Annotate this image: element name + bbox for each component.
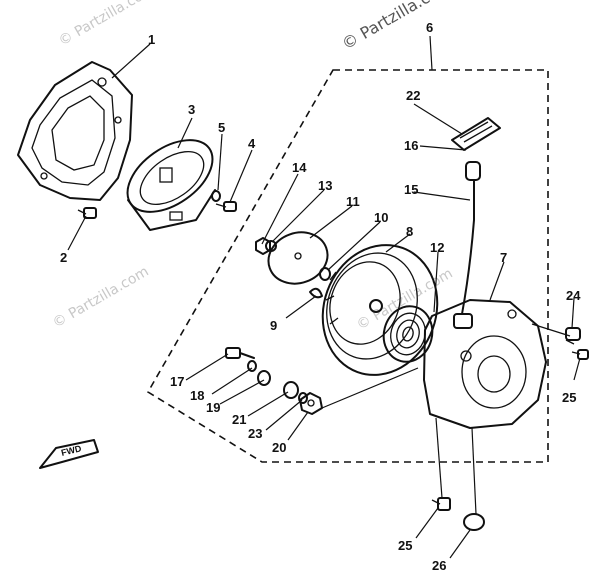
part-14-nut xyxy=(255,237,271,255)
callout-21: 21 xyxy=(232,412,246,427)
part-21-collar xyxy=(283,381,299,399)
part-9-pawl xyxy=(309,287,323,299)
callout-18: 18 xyxy=(190,388,204,403)
callout-14: 14 xyxy=(292,160,307,175)
callout-25-right: 25 xyxy=(562,390,576,405)
callout-15: 15 xyxy=(404,182,418,197)
part-5-washer xyxy=(211,190,221,202)
callout-19: 19 xyxy=(206,400,220,415)
callout-26: 26 xyxy=(432,558,446,573)
part-15-rope xyxy=(461,179,475,315)
part-24-cap xyxy=(565,327,581,345)
callout-1: 1 xyxy=(148,32,155,47)
assembly-boundary xyxy=(146,69,549,463)
part-11-plate xyxy=(267,231,329,285)
callout-7: 7 xyxy=(500,250,507,265)
fwd-label: FWD xyxy=(60,443,83,458)
part-18-washer xyxy=(247,360,257,372)
part-25-bolt-right xyxy=(571,349,589,360)
part-19-washer xyxy=(257,370,271,386)
callout-13: 13 xyxy=(318,178,332,193)
part-23-washer xyxy=(298,392,308,404)
callout-20: 20 xyxy=(272,440,286,455)
callout-23: 23 xyxy=(248,426,262,441)
callout-4: 4 xyxy=(248,136,256,151)
callout-labels: 1 2 3 4 5 6 7 8 9 10 11 12 13 14 15 16 1… xyxy=(60,20,581,573)
watermark-top-right: © Partzilla.com xyxy=(339,0,455,53)
part-10-spring xyxy=(319,267,331,281)
callout-17: 17 xyxy=(170,374,184,389)
callout-10: 10 xyxy=(374,210,388,225)
callout-6: 6 xyxy=(426,20,433,35)
callout-22: 22 xyxy=(406,88,420,103)
watermark-mid-left: © Partzilla.com xyxy=(50,264,152,332)
callout-12: 12 xyxy=(430,240,444,255)
callout-3: 3 xyxy=(188,102,195,117)
part-7-case xyxy=(423,299,547,429)
callout-25-bottom: 25 xyxy=(398,538,412,553)
leader-lines xyxy=(67,35,581,559)
watermark-top-left: © Partzilla.com xyxy=(56,0,158,49)
callout-24: 24 xyxy=(566,288,581,303)
part-2-bolt xyxy=(77,207,97,219)
part-22-handle xyxy=(451,117,501,151)
callout-16: 16 xyxy=(404,138,418,153)
part-16-handle-grip xyxy=(465,161,481,181)
part-26-nut xyxy=(463,513,485,531)
watermark-mid-center: © Partzilla.com xyxy=(354,266,456,334)
part-1-cover xyxy=(17,61,133,201)
part-4-bolt xyxy=(215,201,237,212)
fwd-direction-marker: FWD xyxy=(39,439,99,469)
part-3-pulley-cup xyxy=(126,139,216,231)
callout-11: 11 xyxy=(346,194,360,209)
callout-2: 2 xyxy=(60,250,67,265)
callout-8: 8 xyxy=(406,224,413,239)
callout-9: 9 xyxy=(270,318,277,333)
part-17-bolt xyxy=(225,347,255,359)
part-25-bolt-bottom xyxy=(431,497,451,511)
part-8-reel xyxy=(321,244,439,376)
callout-5: 5 xyxy=(218,120,225,135)
